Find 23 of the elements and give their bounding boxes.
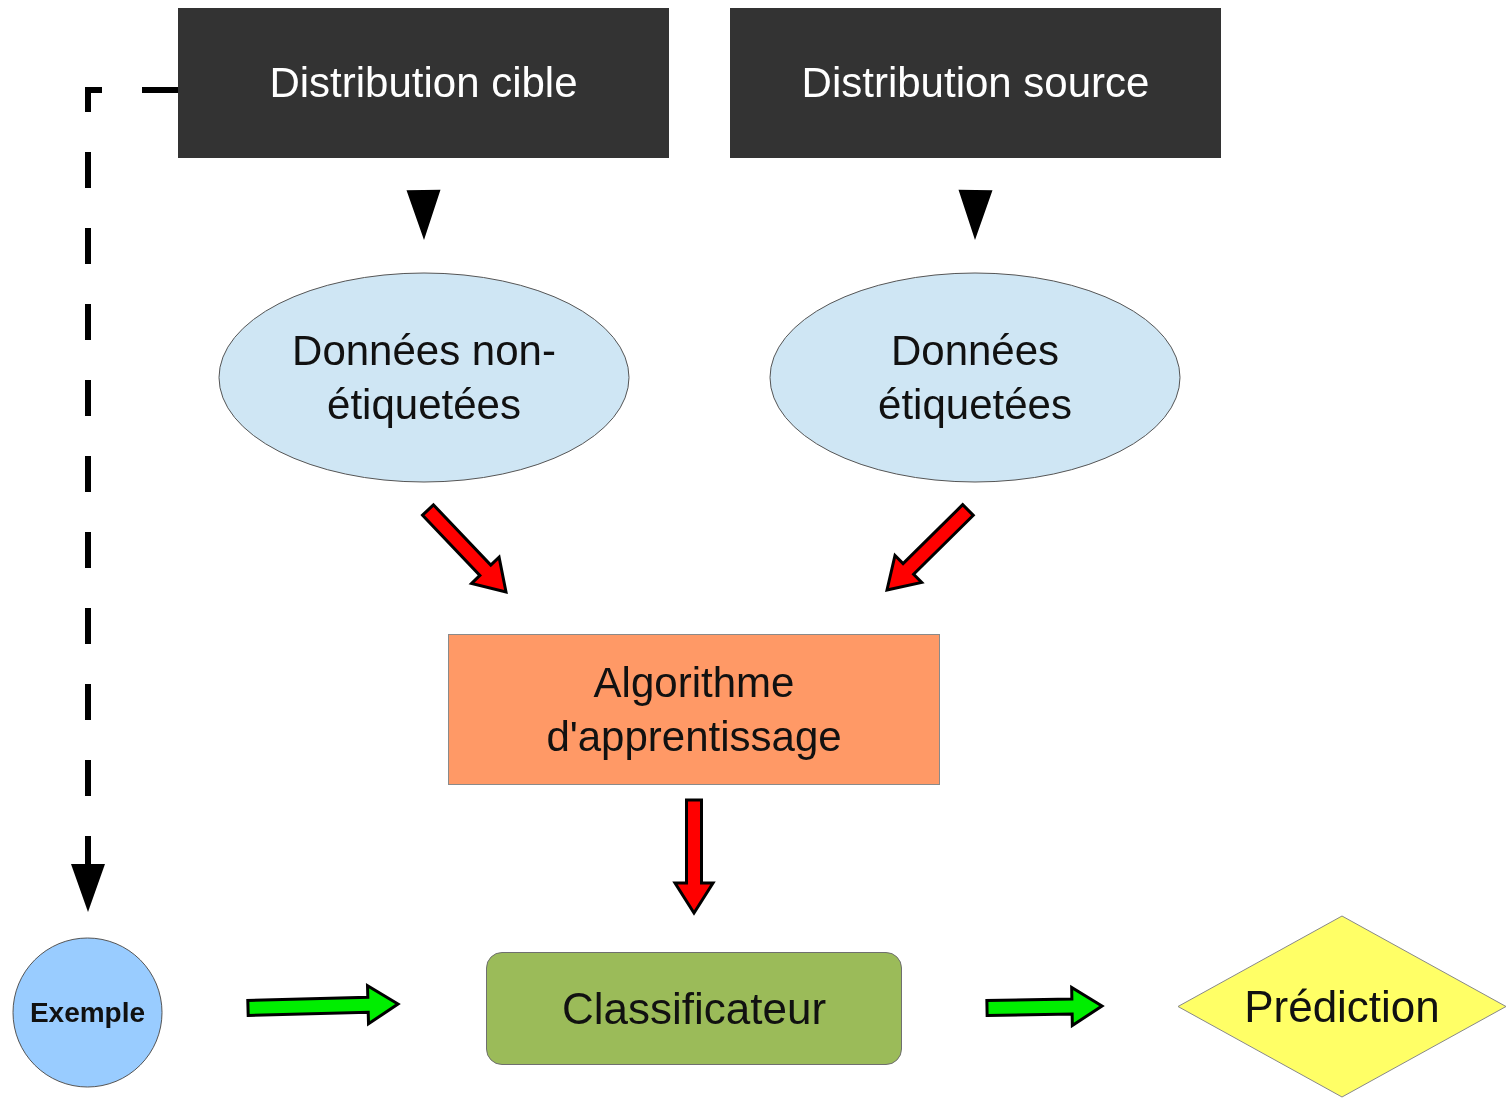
arrow xyxy=(985,984,1105,1029)
node-label: Classificateur xyxy=(561,982,827,1035)
source-box xyxy=(178,8,669,158)
data-ellipse xyxy=(218,272,630,483)
input-circle xyxy=(12,937,163,1088)
data-ellipse xyxy=(769,272,1181,483)
node-label: Prédiction xyxy=(1244,980,1440,1033)
decision-diamond xyxy=(1177,915,1507,1098)
node-label: Distribution source xyxy=(801,58,1150,109)
arrow xyxy=(406,189,441,240)
node-label: Données étiquetées xyxy=(877,326,1073,430)
arrow xyxy=(672,798,716,916)
process-box xyxy=(486,952,902,1065)
arrow xyxy=(885,502,976,592)
arrow xyxy=(246,983,401,1027)
arrow xyxy=(958,189,993,240)
node-label: Données non-étiquetées xyxy=(291,326,557,430)
node-label: Distribution cible xyxy=(269,58,578,109)
arrow xyxy=(420,502,508,595)
process-box xyxy=(448,634,940,785)
node-label: Exemple xyxy=(29,995,146,1030)
source-box xyxy=(730,8,1221,158)
node-label: Algorithme d'apprentissage xyxy=(545,658,843,762)
